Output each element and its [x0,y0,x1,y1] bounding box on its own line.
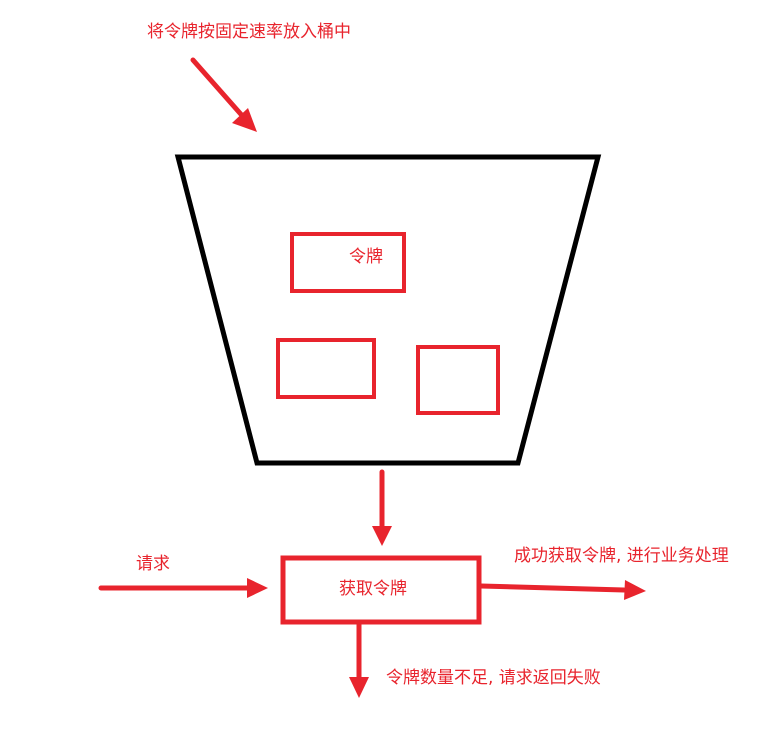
acquire-token-box [280,555,482,625]
success-label: 成功获取令牌, 进行业务处理 [514,546,729,566]
bucket-outline [174,154,602,466]
bucket-output-arrow [372,469,392,546]
success-arrow [478,580,646,600]
acquire-token-label: 获取令牌 [339,579,407,599]
request-arrow [98,578,268,598]
token-label: 令牌 [349,247,383,267]
token-box-left [276,338,376,399]
token-box-labeled [290,232,406,293]
refill-label: 将令牌按固定速率放入桶中 [147,22,351,42]
failure-label: 令牌数量不足, 请求返回失败 [386,668,601,688]
token-box-right [416,345,500,415]
request-label: 请求 [136,554,170,574]
refill-arrow [190,57,257,132]
failure-arrow [349,621,369,698]
